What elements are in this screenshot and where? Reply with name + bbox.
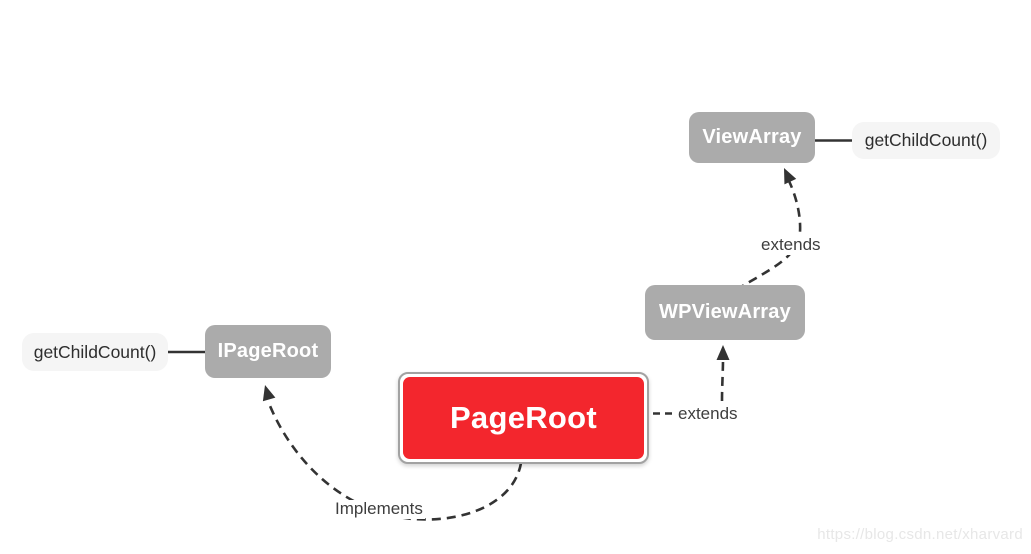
node-wpviewarray-label: WPViewArray — [659, 301, 791, 323]
edge-pageroot-extends-wpviewarray[interactable] — [653, 345, 730, 415]
node-ipageroot-label: IPageRoot — [217, 340, 319, 362]
callout-getchildcount-viewarray[interactable]: getChildCount() — [852, 122, 1000, 159]
node-wpviewarray[interactable]: WPViewArray — [645, 285, 805, 340]
edge-extends2-shaft — [735, 180, 802, 292]
node-pageroot-selection-ring: PageRoot — [398, 372, 649, 464]
arrowhead-up-viewarray — [784, 168, 797, 185]
edge-extends-shaft — [720, 358, 725, 402]
arrowhead-up-ipageroot — [262, 385, 276, 402]
arrowhead-up-wpviewarray — [716, 345, 730, 360]
edge-implements-shaft — [266, 400, 523, 521]
edge-wpviewarray-extends-viewarray[interactable] — [735, 165, 802, 292]
edge-pageroot-implements-ipageroot[interactable] — [259, 383, 523, 521]
node-pageroot[interactable]: PageRoot — [403, 377, 644, 459]
edge-label-extends-viewarray[interactable]: extends — [759, 235, 823, 255]
node-viewarray[interactable]: ViewArray — [689, 112, 815, 163]
node-viewarray-label: ViewArray — [702, 126, 802, 148]
callout-getchildcount-ipageroot[interactable]: getChildCount() — [22, 333, 168, 371]
watermark-url: https://blog.csdn.net/xharvard — [817, 526, 1023, 543]
node-pageroot-label: PageRoot — [449, 400, 598, 435]
callout-getchildcount-viewarray-label: getChildCount() — [864, 130, 988, 150]
edge-label-extends-pageroot[interactable]: extends — [678, 404, 738, 423]
edge-label-implements[interactable]: Implements — [333, 499, 425, 519]
node-ipageroot[interactable]: IPageRoot — [205, 325, 331, 378]
callout-getchildcount-ipageroot-label: getChildCount() — [33, 341, 157, 362]
